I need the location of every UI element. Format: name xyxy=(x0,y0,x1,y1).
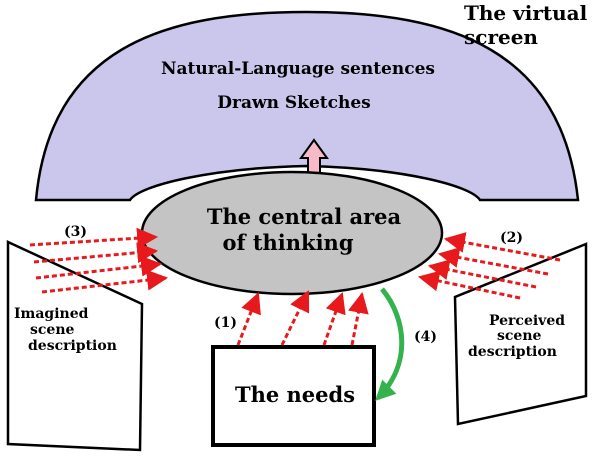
imagined-arrow-1 xyxy=(29,227,159,249)
virtual-screen-arc xyxy=(34,10,580,202)
label-4: (4) xyxy=(414,329,437,345)
left-panel-line-1: Imagined xyxy=(14,306,89,322)
imagined-arrow-3 xyxy=(35,255,163,280)
right-panel-line-1: Perceived xyxy=(489,313,565,329)
label-2: (2) xyxy=(500,230,523,246)
title-line-1: The virtual xyxy=(464,1,588,25)
needs-arrow-1 xyxy=(236,292,261,346)
needs-label: The needs xyxy=(235,382,355,407)
green-arrow xyxy=(375,287,405,401)
needs-arrow-2 xyxy=(280,290,310,346)
left-panel-line-3: description xyxy=(28,338,117,354)
right-panel-line-2: scene xyxy=(497,328,541,344)
arrows-needs-to-center xyxy=(236,290,369,346)
title-line-2: screen xyxy=(464,25,538,49)
arrows-imagined-to-center xyxy=(29,227,169,294)
label-1: (1) xyxy=(214,315,237,331)
center-line-1: The central area xyxy=(207,204,402,229)
screen-line-sketches: Drawn Sketches xyxy=(217,93,370,113)
imagined-arrow-2 xyxy=(33,242,159,264)
arrows-perceived-to-center xyxy=(417,232,561,300)
label-3: (3) xyxy=(64,224,87,240)
perceived-arrow-3 xyxy=(427,259,537,289)
needs-arrow-3 xyxy=(322,292,346,346)
left-panel-line-2: scene xyxy=(30,322,74,338)
imagined-arrow-4 xyxy=(41,269,169,294)
perceived-scene-panel xyxy=(453,242,588,426)
needs-box xyxy=(211,345,376,447)
imagined-scene-panel xyxy=(6,240,144,452)
perceived-arrow-2 xyxy=(437,247,549,276)
perceived-arrow-1 xyxy=(443,232,561,262)
needs-arrow-4 xyxy=(348,291,369,346)
perceived-arrow-4 xyxy=(417,270,521,300)
screen-line-sentences: Natural-Language sentences xyxy=(161,59,435,79)
right-panel-line-3: description xyxy=(468,344,557,360)
center-line-2: of thinking xyxy=(222,230,353,255)
